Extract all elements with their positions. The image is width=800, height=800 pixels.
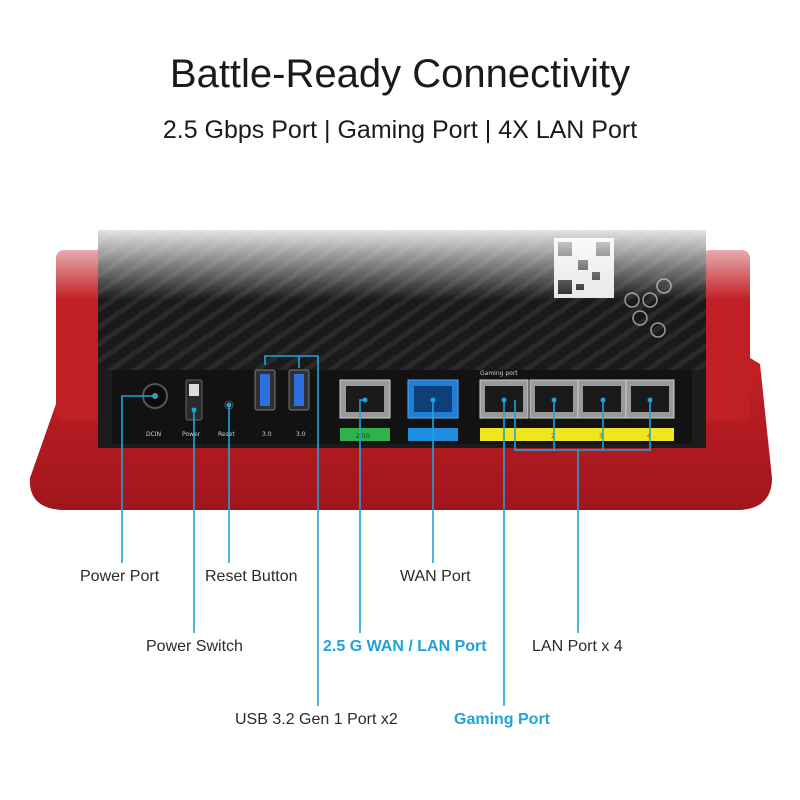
lan-strip <box>480 428 674 441</box>
label-usb-ports: USB 3.2 Gen 1 Port x2 <box>235 711 398 728</box>
label-reset-button: Reset Button <box>205 568 298 585</box>
callout-usb <box>264 355 319 706</box>
label-gaming-port: Gaming port <box>480 370 518 377</box>
label-gaming-port-callout: Gaming Port <box>454 711 551 728</box>
label-lan2: 2 <box>551 433 555 440</box>
label-25g: 2.5G <box>356 433 371 440</box>
label-lan3: 3 <box>599 433 603 440</box>
label-wan-port: WAN Port <box>400 568 471 585</box>
page-title: Battle-Ready Connectivity <box>169 52 631 96</box>
label-lan-ports: LAN Port x 4 <box>532 638 623 655</box>
label-power: Power <box>182 431 201 438</box>
label-reset: Reset <box>218 431 235 438</box>
label-dcin: DCIN <box>146 431 161 438</box>
label-usb-b: 3.0 <box>296 431 306 438</box>
label-usb-a: 3.0 <box>262 431 272 438</box>
page-subtitle: 2.5 Gbps Port | Gaming Port | 4X LAN Por… <box>162 116 638 144</box>
label-lan4: 4 <box>647 433 651 440</box>
label-25g-wan-lan-port: 2.5 G WAN / LAN Port <box>323 638 487 655</box>
port-25g-strip <box>340 428 390 441</box>
label-power-port: Power Port <box>80 568 160 585</box>
label-power-switch: Power Switch <box>146 638 243 655</box>
callout-power-port <box>121 395 155 563</box>
callout-lines <box>121 355 651 706</box>
